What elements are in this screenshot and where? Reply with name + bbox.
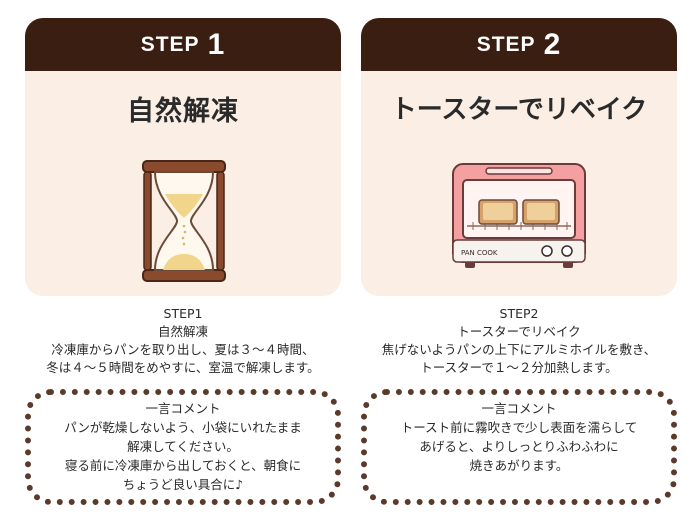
step-1-comment-box: 一言コメント パンが乾燥しないよう、小袋にいれたまま 解凍してください。 寝る前… xyxy=(25,389,341,505)
step-2-caption-line: 焦げないようパンの上下にアルミホイルを敷き、 xyxy=(381,342,657,357)
step-2-caption-line: トースターで１〜２分加熱します。 xyxy=(420,360,618,375)
step-1-caption-line: 冬は４〜５時間をめやすに、室温で解凍します。 xyxy=(46,360,320,375)
step-1-comment-line: 解凍してください。 xyxy=(127,439,239,454)
step-2-comment-line: 焼きあがります。 xyxy=(469,458,569,473)
step-2-comment-box: 一言コメント トースト前に霧吹きで少し表面を濡らして あげると、よりしっとりふわ… xyxy=(361,389,677,505)
step-1-caption-line: 冷凍庫からパンを取り出し、夏は３〜４時間、 xyxy=(51,342,315,357)
step-2-header-word: STEP xyxy=(476,32,536,56)
step-2-header-number: 2 xyxy=(543,27,562,61)
step-2-comment-line: あげると、よりしっとりふわふわに xyxy=(419,439,619,454)
step-2-caption-title: トースターでリベイク xyxy=(457,324,581,339)
step-2-comment-line: トースト前に霧吹きで少し表面を濡らして xyxy=(400,420,638,435)
step-1-header-word: STEP xyxy=(140,32,200,56)
oven-brand-label: PAN COOK xyxy=(461,249,498,257)
step-2-card: STEP 2 トースターでリベイク xyxy=(361,18,677,296)
step-1-header-number: 1 xyxy=(207,27,226,61)
toast-slice xyxy=(522,199,560,225)
step-1-caption-label: STEP1 xyxy=(163,306,203,321)
hourglass-icon xyxy=(142,160,226,282)
step-2-column: STEP 2 トースターでリベイク xyxy=(361,18,677,505)
step-2-title: トースターでリベイク xyxy=(390,95,648,125)
step-1-comment-line: パンが乾燥しないよう、小袋にいれたまま xyxy=(64,420,302,435)
step-2-caption: STEP2 トースターでリベイク 焦げないようパンの上下にアルミホイルを敷き、 … xyxy=(361,305,677,377)
step-1-title: 自然解凍 xyxy=(127,96,239,127)
step-2-caption-label: STEP2 xyxy=(499,306,539,321)
toaster-oven-icon: PAN COOK xyxy=(452,163,586,268)
step-1-comment-line: ちょうど良い具合に♪ xyxy=(122,477,244,492)
step-1-card: STEP 1 自然解凍 xyxy=(25,18,341,296)
step-1-comment-line: 寝る前に冷凍庫から出しておくと、朝食に xyxy=(64,458,302,473)
step-1-caption: STEP1 自然解凍 冷凍庫からパンを取り出し、夏は３〜４時間、 冬は４〜５時間… xyxy=(25,305,341,377)
step-1-column: STEP 1 自然解凍 STEP1 自然解凍 冷凍庫からパ xyxy=(25,18,341,505)
step-2-header: STEP 2 xyxy=(361,18,677,71)
step-2-comment-title: 一言コメント xyxy=(481,401,557,416)
toast-slice xyxy=(478,199,518,225)
step-1-caption-title: 自然解凍 xyxy=(157,324,208,339)
step-1-header: STEP 1 xyxy=(25,18,341,71)
step-1-comment-title: 一言コメント xyxy=(145,401,221,416)
